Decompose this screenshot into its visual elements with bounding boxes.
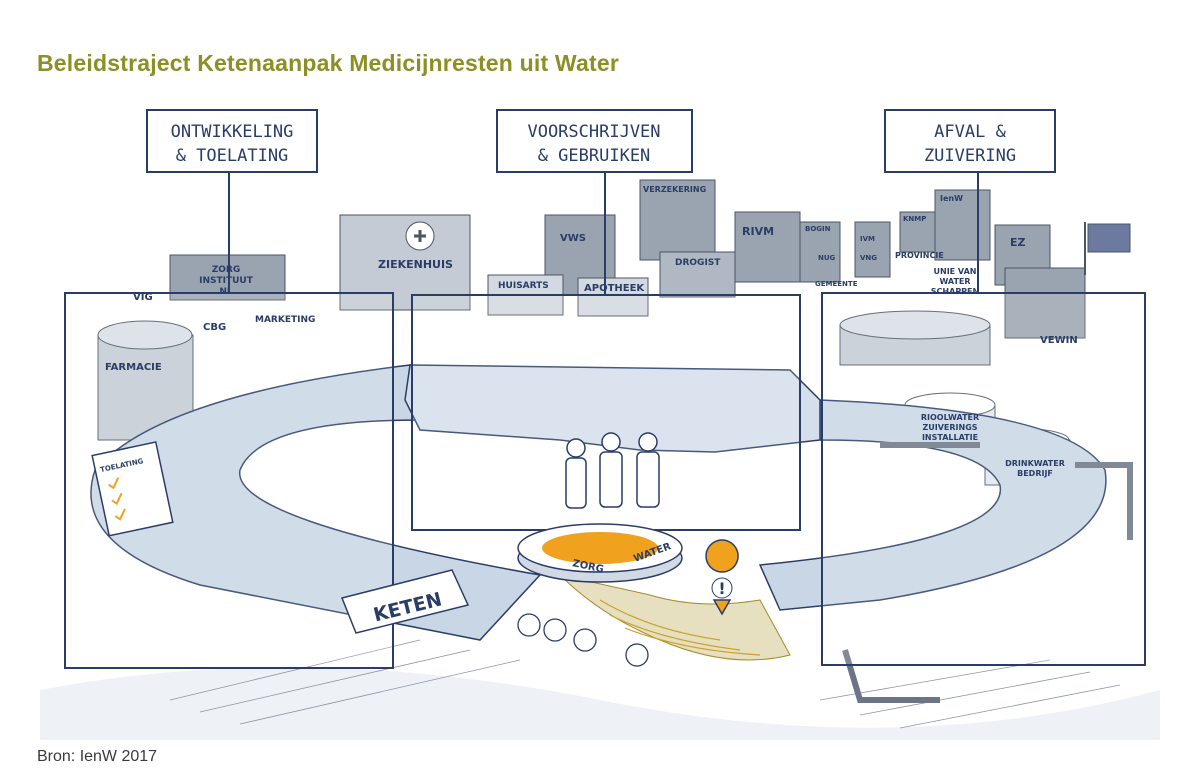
label-apotheek: APOTHEEK [584, 283, 645, 294]
label-vewin: VEWIN [1040, 335, 1078, 346]
label-unie-3: SCHAPPEN [931, 287, 979, 296]
label-zorg-instituut-1: ZORG [212, 265, 241, 275]
label-vig: VIG [133, 292, 153, 303]
skyline [169, 179, 1086, 339]
label-vws: VWS [560, 233, 586, 244]
phase-box-ontwikkeling: ONTWIKKELING & TOELATING [146, 109, 318, 173]
label-ziekenhuis: ZIEKENHUIS [378, 258, 453, 271]
label-ienw: IenW [940, 194, 963, 203]
people [565, 432, 660, 509]
pollution-lines [599, 599, 761, 656]
label-gemeente: GEMEENTE [815, 280, 858, 288]
river [558, 574, 791, 661]
phase-label-line2: ZUIVERING [924, 146, 1016, 166]
frame-afval [821, 292, 1146, 666]
label-riool-3: INSTALLATIE [922, 433, 978, 442]
label-zorg-instituut-3: NL [219, 287, 233, 297]
phase-connectors [228, 172, 979, 295]
label-marketing: MARKETING [255, 315, 315, 325]
label-huisarts: HUISARTS [498, 281, 549, 291]
label-vng: VNG [860, 254, 877, 262]
phase-label-line1: AFVAL & [934, 122, 1006, 142]
label-unie-1: UNIE VAN [934, 267, 977, 276]
label-zorg-instituut-2: INSTITUUT [199, 276, 254, 286]
label-farmacie: FARMACIE [105, 362, 162, 373]
label-drink-1: DRINKWATER [1005, 459, 1065, 468]
phase-label-line2: & TOELATING [176, 146, 289, 166]
page-title: Beleidstraject Ketenaanpak Medicijnreste… [37, 50, 619, 76]
label-drink-2: BEDRIJF [1017, 469, 1053, 478]
building-labels: ZIEKENHUIS ZORG INSTITUUT NL VIG CBG FAR… [105, 185, 1078, 478]
label-verzekering: VERZEKERING [643, 185, 706, 194]
label-riool-2: ZUIVERINGS [922, 423, 977, 432]
toelating-clipboard: TOELATING [91, 441, 174, 537]
label-cbg: CBG [203, 322, 226, 333]
landscape [40, 667, 1160, 740]
eu-flag [1087, 223, 1131, 253]
label-unie-2: WATER [939, 277, 970, 286]
trees [517, 613, 649, 667]
label-drogist: DROGIST [675, 258, 721, 268]
checkmark-icons [108, 477, 126, 521]
label-ez: EZ [1010, 236, 1026, 249]
phase-label-line1: VOORSCHRIJVEN [527, 122, 660, 142]
phase-label-line1: ONTWIKKELING [171, 122, 294, 142]
phase-label-line2: & GEBRUIKEN [538, 146, 651, 166]
alert-icon: ! [718, 579, 725, 598]
zorg-water-disc: ZORG WATER [517, 523, 683, 583]
label-rivm: RIVM [742, 225, 774, 238]
phase-box-voorschrijven: VOORSCHRIJVEN & GEBRUIKEN [496, 109, 693, 173]
label-ivm: IVM [860, 235, 875, 243]
label-nug: NUG [818, 254, 836, 262]
phase-box-afval: AFVAL & ZUIVERING [884, 109, 1056, 173]
label-provincie: PROVINCIE [895, 251, 944, 260]
label-bogin: BOGIN [805, 225, 831, 233]
label-riool-1: RIOOLWATER [921, 413, 979, 422]
pipes [842, 442, 1133, 703]
alert-marker: ! [705, 539, 739, 616]
source-note: Bron: IenW 2017 [37, 748, 158, 765]
label-knmp: KNMP [903, 215, 926, 223]
